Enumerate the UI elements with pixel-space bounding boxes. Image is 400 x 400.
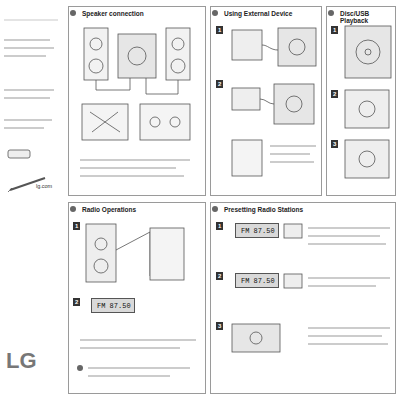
step-number: 3 bbox=[331, 140, 338, 148]
guide-panel: Using External Device bbox=[210, 6, 322, 196]
display-reading: FM 87.50 bbox=[97, 303, 129, 310]
brand-logo: LG bbox=[6, 350, 37, 372]
section-title: Disc/USB Playback bbox=[327, 7, 395, 26]
step-number: 2 bbox=[216, 80, 223, 88]
display-reading: FM 87.50 bbox=[241, 278, 273, 285]
guide-panel: Radio Operations FM 87.50 bbox=[68, 202, 206, 394]
guide-panel: Speaker connection bbox=[68, 6, 206, 196]
step-number: 2 bbox=[73, 298, 80, 306]
step-number: 1 bbox=[216, 26, 223, 34]
section-title: Speaker connection bbox=[69, 7, 205, 19]
step-number: 2 bbox=[216, 272, 223, 280]
lcd-display: FM 87.50 bbox=[235, 223, 279, 238]
display-reading: FM 87.50 bbox=[241, 228, 273, 235]
section-title: Using External Device bbox=[211, 7, 321, 19]
step-number: 1 bbox=[216, 222, 223, 230]
section-title: Presetting Radio Stations bbox=[211, 203, 395, 215]
step-number: 1 bbox=[73, 222, 80, 230]
website: lg.com bbox=[36, 184, 52, 190]
step-number: 1 bbox=[331, 26, 338, 34]
lcd-display: FM 87.50 bbox=[235, 273, 279, 288]
lcd-display: FM 87.50 bbox=[91, 298, 135, 313]
guide-panel: Disc/USB Playback bbox=[326, 6, 396, 196]
section-title: Radio Operations bbox=[69, 203, 205, 215]
step-number: 2 bbox=[331, 90, 338, 98]
guide-panel: Presetting Radio Stations FM 87.50 FM 87.5… bbox=[210, 202, 396, 394]
step-number: 3 bbox=[216, 322, 223, 330]
